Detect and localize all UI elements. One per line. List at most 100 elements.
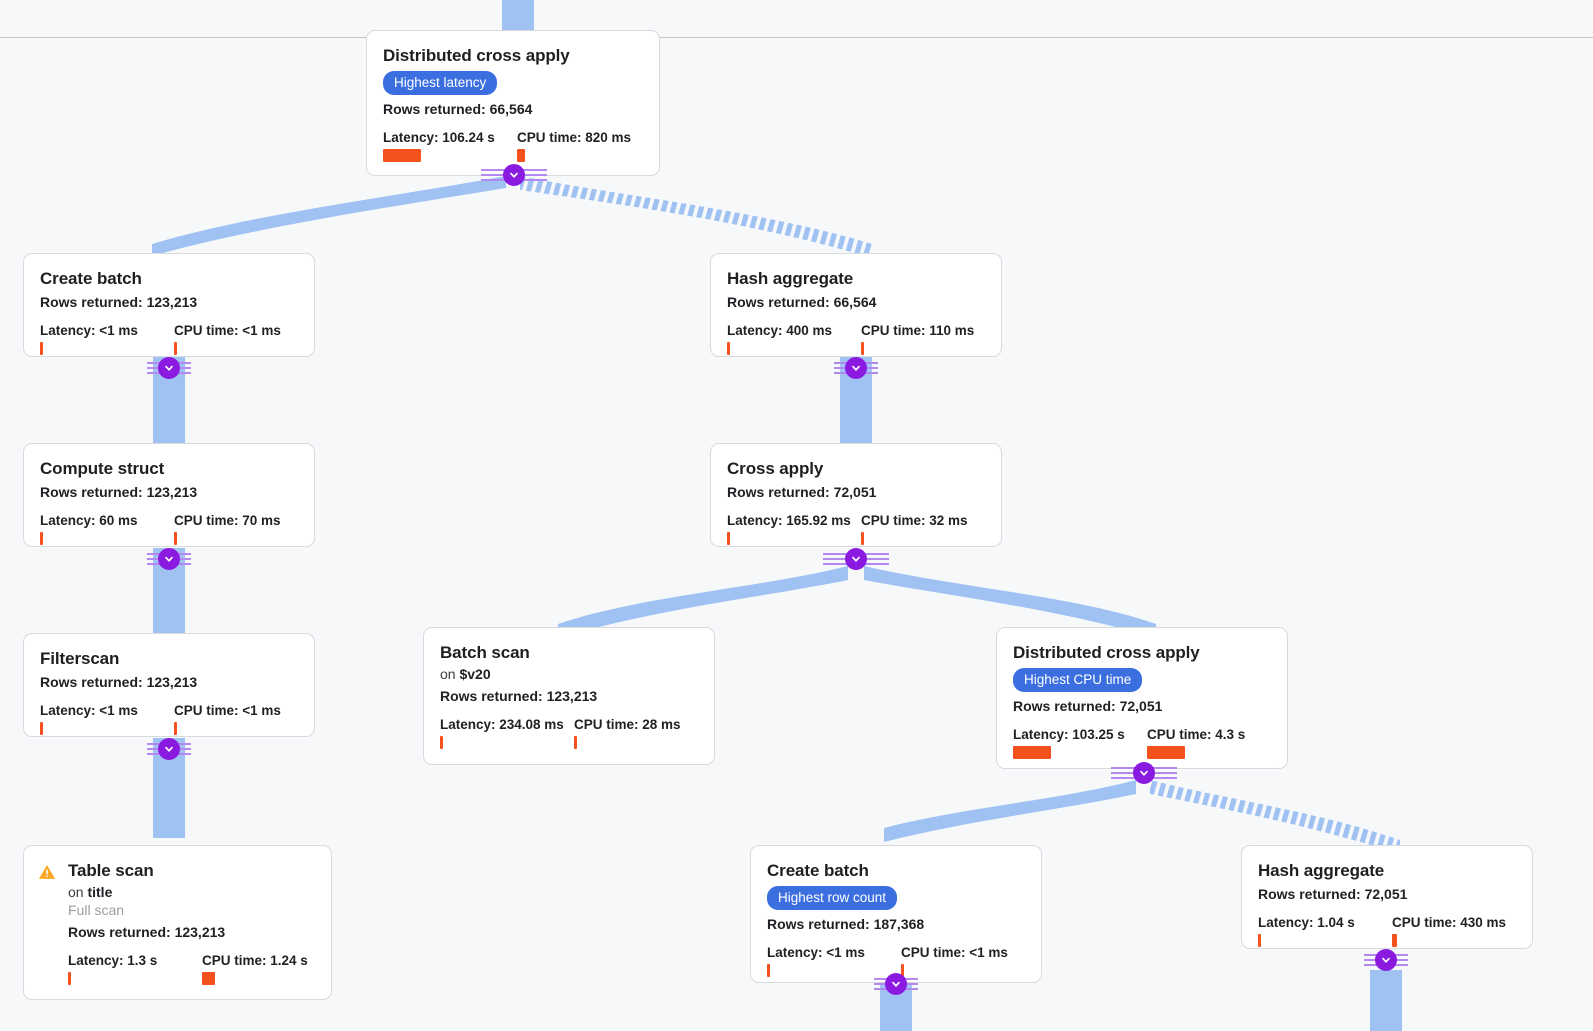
latency-bar [40,342,43,355]
plan-node-batch-scan[interactable]: Batch scan on $v20 Rows returned: 123,21… [423,627,715,765]
plan-node-hash-aggregate-lower[interactable]: Hash aggregate Rows returned: 72,051 Lat… [1241,845,1533,949]
node-title: Table scan [68,861,154,880]
cpu-metric: CPU time: 32 ms [861,513,985,545]
cpu-bar [1392,934,1397,947]
latency-metric: Latency: 165.92 ms [727,513,861,545]
latency-label: Latency: <1 ms [40,703,138,718]
latency-bar [767,964,770,977]
node-metrics: Latency: 234.08 ms CPU time: 28 ms [440,717,698,749]
cpu-label: CPU time: <1 ms [174,703,281,718]
chevron-down-icon [1140,770,1148,776]
cpu-metric: CPU time: 820 ms [517,130,643,162]
node-metrics: Latency: <1 ms CPU time: <1 ms [40,703,298,735]
collapse-toggle-compute-struct[interactable] [158,548,180,570]
edge-root-to-hash-aggregate [520,176,872,258]
collapse-toggle-distributed-cross-apply-lower[interactable] [1133,762,1155,784]
node-title: Create batch [767,861,869,880]
chevron-down-icon [1382,957,1390,963]
plan-node-filterscan[interactable]: Filterscan Rows returned: 123,213 Latenc… [23,633,315,737]
latency-bar [1013,746,1051,759]
plan-node-hash-aggregate-upper[interactable]: Hash aggregate Rows returned: 66,564 Lat… [710,253,1002,357]
collapse-toggle-filterscan[interactable] [158,738,180,760]
node-title: Batch scan [440,643,530,662]
cpu-metric: CPU time: <1 ms [174,703,298,735]
latency-label: Latency: 400 ms [727,323,833,338]
node-subject: on title [68,883,315,901]
latency-label: Latency: 1.3 s [68,953,158,968]
cpu-label: CPU time: 32 ms [861,513,968,528]
plan-node-table-scan[interactable]: Table scan on title Full scan Rows retur… [23,845,332,1000]
on-prefix-label: on [440,666,460,682]
rows-returned: Rows returned: 123,213 [40,674,198,690]
node-metrics: Latency: 60 ms CPU time: 70 ms [40,513,298,545]
cpu-metric: CPU time: <1 ms [174,323,298,355]
edge-root-to-create-batch [152,176,506,256]
plan-node-create-batch-left[interactable]: Create batch Rows returned: 123,213 Late… [23,253,315,357]
node-metrics: Latency: 1.04 s CPU time: 430 ms [1258,915,1516,947]
chevron-down-icon [510,172,518,178]
collapse-toggle-cross-apply[interactable] [845,548,867,570]
node-title: Create batch [40,269,142,288]
collapse-toggle-create-batch-left[interactable] [158,357,180,379]
cpu-label: CPU time: 430 ms [1392,915,1507,930]
viewport-top-divider [0,37,1593,38]
on-prefix-label: on [68,884,88,900]
collapse-toggle-create-batch-lower[interactable] [885,973,907,995]
latency-bar [40,532,43,545]
latency-label: Latency: 234.08 ms [440,717,564,732]
collapse-toggle-hash-aggregate-lower[interactable] [1375,949,1397,971]
cpu-bar [517,149,525,162]
chevron-down-icon [852,365,860,371]
plan-node-distributed-cross-apply-lower[interactable]: Distributed cross apply Highest CPU time… [996,627,1288,769]
latency-label: Latency: <1 ms [40,323,138,338]
node-metrics: Latency: 1.3 s CPU time: 1.24 s [68,953,315,985]
rows-returned: Rows returned: 66,564 [383,101,533,117]
latency-metric: Latency: <1 ms [40,323,174,355]
latency-bar [1258,934,1261,947]
rows-returned: Rows returned: 66,564 [727,294,877,310]
cpu-bar [574,736,577,749]
node-subject: on $v20 [440,665,698,683]
latency-bar [383,149,421,162]
collapse-toggle-hash-aggregate-upper[interactable] [845,357,867,379]
rows-returned: Rows returned: 72,051 [1013,698,1163,714]
rows-returned: Rows returned: 187,368 [767,916,925,932]
rows-returned: Rows returned: 123,213 [40,484,198,500]
cpu-label: CPU time: 28 ms [574,717,681,732]
plan-node-create-batch-lower[interactable]: Create batch Highest row count Rows retu… [750,845,1042,983]
chevron-down-icon [165,556,173,562]
cpu-bar [202,972,215,985]
node-title: Filterscan [40,649,120,668]
cpu-label: CPU time: <1 ms [174,323,281,338]
plan-node-cross-apply[interactable]: Cross apply Rows returned: 72,051 Latenc… [710,443,1002,547]
plan-node-compute-struct[interactable]: Compute struct Rows returned: 123,213 La… [23,443,315,547]
cpu-metric: CPU time: <1 ms [901,945,1025,977]
node-metrics: Latency: 103.25 s CPU time: 4.3 s [1013,727,1271,759]
latency-bar [727,532,730,545]
collapse-toggle-root[interactable] [503,164,525,186]
node-title: Cross apply [727,459,824,478]
edge-dca-to-hash-aggregate-lower [1150,780,1400,854]
latency-label: Latency: 106.24 s [383,130,495,145]
chevron-down-icon [165,746,173,752]
node-title: Hash aggregate [727,269,854,288]
edge-into-root [502,0,534,30]
plan-node-distributed-cross-apply-root[interactable]: Distributed cross apply Highest latency … [366,30,660,176]
latency-bar [68,972,71,985]
latency-label: Latency: <1 ms [767,945,865,960]
edge-hash-aggregate-lower-to-child [1370,970,1402,1031]
latency-metric: Latency: <1 ms [767,945,901,977]
latency-label: Latency: 103.25 s [1013,727,1125,742]
cpu-metric: CPU time: 28 ms [574,717,698,749]
node-metrics: Latency: 165.92 ms CPU time: 32 ms [727,513,985,545]
chevron-down-icon [165,365,173,371]
status-badge: Highest CPU time [1013,668,1143,692]
cpu-metric: CPU time: 70 ms [174,513,298,545]
latency-metric: Latency: 106.24 s [383,130,517,162]
latency-label: Latency: 165.92 ms [727,513,851,528]
chevron-down-icon [852,556,860,562]
cpu-bar [174,532,177,545]
latency-bar [440,736,443,749]
cpu-bar [174,722,177,735]
